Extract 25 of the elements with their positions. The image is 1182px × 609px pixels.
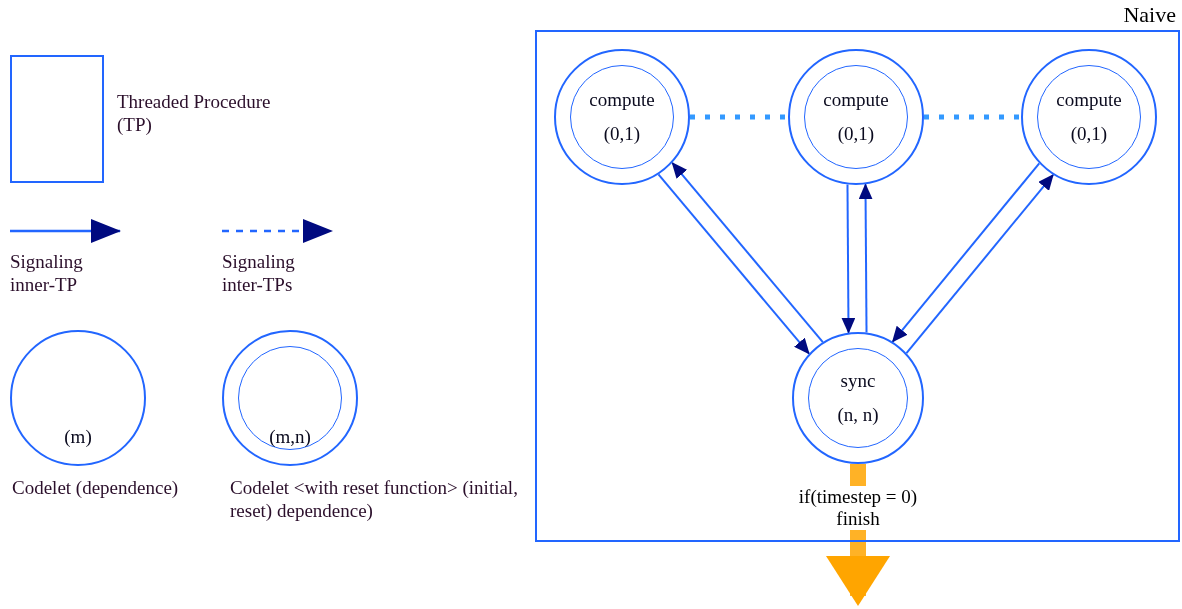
arrow: [657, 173, 811, 355]
procedure-box: [10, 55, 104, 183]
codelet-label: (n, n): [837, 404, 879, 426]
codelet-label: (m,n): [269, 426, 311, 448]
codelet-label: (0,1): [1070, 123, 1108, 145]
codelet-label: compute: [823, 89, 889, 111]
legend-caption: Codelet <with reset function> (initial, reset) dependence): [230, 476, 519, 522]
legend-label: Signaling inter-TPs: [222, 250, 296, 296]
codelet-label: compute: [589, 89, 655, 111]
arrow: [858, 183, 873, 334]
legend-label: Signaling inner-TP: [10, 250, 84, 296]
legend-caption: Threaded Procedure (TP): [117, 90, 272, 136]
dotted-line: [690, 114, 788, 120]
arrow: [671, 161, 824, 344]
codelet-label: compute: [1056, 89, 1122, 111]
arrow: [891, 162, 1041, 343]
codelet-label: sync: [840, 370, 876, 392]
legend-caption: Codelet (dependence): [12, 476, 180, 499]
arrow: [905, 173, 1055, 355]
frame-title: Naive: [1123, 2, 1176, 28]
codelet-label: (m): [64, 426, 92, 448]
dotted-line: [924, 114, 1021, 120]
arrow: [841, 183, 856, 334]
codelet-label: (0,1): [603, 123, 641, 145]
codelet-label: (0,1): [837, 123, 875, 145]
